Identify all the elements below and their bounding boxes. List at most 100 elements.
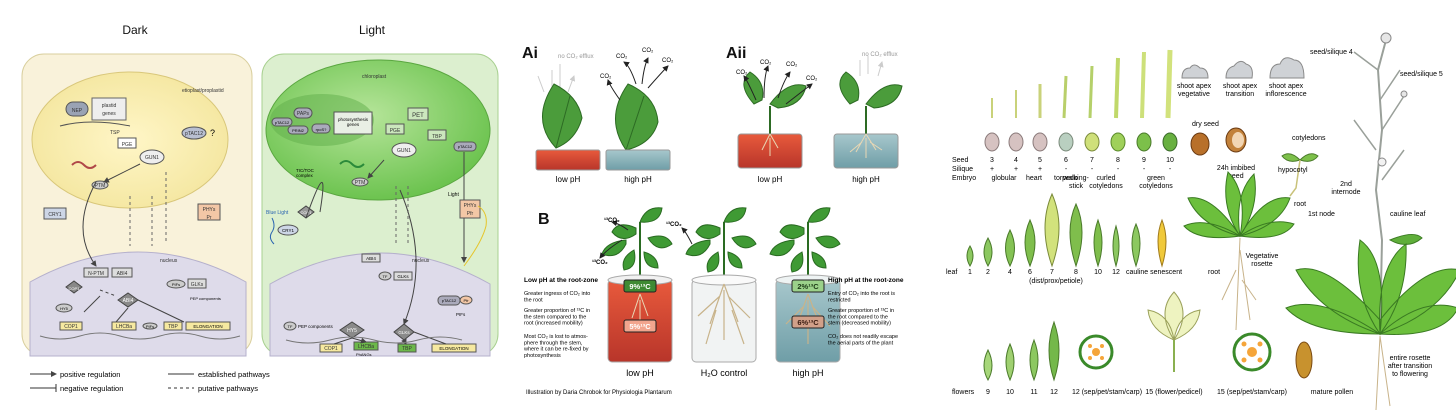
svg-text:PGE: PGE xyxy=(390,128,401,134)
svg-text:¹³CO₂: ¹³CO₂ xyxy=(592,259,608,266)
svg-text:PGE: PGE xyxy=(122,142,133,148)
ai-low-ph-plant: no CO₂ efflux low pH xyxy=(535,54,601,184)
nep-box xyxy=(65,101,89,117)
svg-text:-: - xyxy=(1143,166,1146,173)
light-heading: Light xyxy=(359,23,386,37)
svg-text:4: 4 xyxy=(1008,269,1012,276)
stage-numbers: 3 4 5 6 7 8 9 10 + + + - - - - - xyxy=(990,157,1174,173)
svg-text:ABI4: ABI4 xyxy=(117,271,128,277)
svg-text:GLKs: GLKs xyxy=(397,274,409,279)
svg-text:etioplast/proplastid: etioplast/proplastid xyxy=(182,88,224,94)
svg-text:pTAC12: pTAC12 xyxy=(442,298,457,303)
svg-text:high pH: high pH xyxy=(792,368,823,378)
leaves xyxy=(966,192,1167,268)
svg-text:PIFs: PIFs xyxy=(456,312,466,317)
svg-text:-: - xyxy=(1117,166,1120,173)
svg-text:6: 6 xyxy=(1064,157,1068,164)
svg-text:cauline leaf: cauline leaf xyxy=(1390,211,1425,218)
svg-text:+: + xyxy=(1038,166,1042,173)
arabidopsis-atlas: Seed Silique Embryo 3 4 5 6 7 8 9 10 + +… xyxy=(930,0,1456,414)
text-line: transition xyxy=(1226,91,1255,98)
seedling: cotyledons hypocotyl root xyxy=(1278,135,1326,208)
svg-text:2%¹³C: 2%¹³C xyxy=(797,282,819,291)
text-line: Pfr xyxy=(467,211,474,217)
svg-text:12 (sep/pet/stam/carp): 12 (sep/pet/stam/carp) xyxy=(1072,389,1142,396)
svg-text:Embryo: Embryo xyxy=(952,175,976,182)
svg-text:8: 8 xyxy=(1116,157,1120,164)
svg-text:¹³CO₂: ¹³CO₂ xyxy=(604,217,620,224)
svg-text:GUN1: GUN1 xyxy=(397,148,411,154)
text-line: vegetative xyxy=(1178,91,1210,98)
light-nucleus xyxy=(269,252,491,357)
svg-text:HY5: HY5 xyxy=(60,306,69,311)
svg-text:pTAC12: pTAC12 xyxy=(458,144,473,149)
svg-text:CO₂: CO₂ xyxy=(662,58,674,64)
svg-text:3: 3 xyxy=(990,157,994,164)
svg-text:PIFs: PIFs xyxy=(146,324,154,329)
svg-text:¹³CO₂: ¹³CO₂ xyxy=(666,221,682,228)
svg-text:PEP components: PEP components xyxy=(190,296,221,301)
svg-text:8: 8 xyxy=(1074,269,1078,276)
svg-text:9: 9 xyxy=(1142,157,1146,164)
svg-text:Blue Light: Blue Light xyxy=(266,210,289,216)
svg-text:CO₂: CO₂ xyxy=(786,62,798,68)
dry-seed xyxy=(1190,132,1210,156)
credit: Illustration by Daria Chrobok for Physio… xyxy=(526,390,672,396)
svg-text:nucleus: nucleus xyxy=(160,258,178,264)
svg-text:High pH at the root-zone: High pH at the root-zone xyxy=(828,277,904,284)
svg-text:putative pathways: putative pathways xyxy=(198,384,258,393)
svg-text:walking-stick: walking-stick xyxy=(1062,175,1089,190)
svg-text:CO₂: CO₂ xyxy=(736,70,748,76)
leaf-numbers: 1 2 4 6 7 8 10 12 xyxy=(968,269,1120,276)
svg-text:1st node: 1st node xyxy=(1308,211,1335,218)
text-line: cotyledons xyxy=(1089,183,1123,190)
svg-text:ELONGATION: ELONGATION xyxy=(439,346,468,351)
svg-text:GLKs: GLKs xyxy=(191,282,204,288)
b-low-ph-beaker: ¹³CO₂ ¹³CO₂ 9%¹³C 5%¹³C low pH xyxy=(592,207,673,378)
text-line: the root xyxy=(524,297,543,303)
svg-text:ABI4: ABI4 xyxy=(366,256,376,261)
svg-text:HY5: HY5 xyxy=(347,328,357,334)
svg-text:rpoS?: rpoS? xyxy=(316,127,327,132)
svg-text:Pfr: Pfr xyxy=(463,298,469,303)
svg-text:12: 12 xyxy=(1050,389,1058,396)
svg-text:6: 6 xyxy=(1028,269,1032,276)
svg-text:4: 4 xyxy=(1014,157,1018,164)
svg-text:1: 1 xyxy=(968,269,972,276)
svg-text:?: ? xyxy=(210,128,215,138)
text-line: rosette xyxy=(1251,261,1273,268)
svg-text:H₂O control: H₂O control xyxy=(701,368,748,378)
label-aii: Aii xyxy=(726,45,746,62)
svg-text:TBP: TBP xyxy=(168,324,178,330)
svg-text:root: root xyxy=(1294,201,1306,208)
svg-text:15 (flower/pedicel): 15 (flower/pedicel) xyxy=(1145,389,1202,396)
svg-text:PTM: PTM xyxy=(95,183,106,189)
legend: positive regulation negative regulation … xyxy=(30,370,270,393)
svg-text:(dist/prox/petiole): (dist/prox/petiole) xyxy=(1029,278,1083,285)
co2-ph-figure: Ai Aii B no CO₂ efflux low pH CO₂ CO₂ CO… xyxy=(516,0,928,414)
svg-text:7: 7 xyxy=(1090,157,1094,164)
svg-text:PRIN2: PRIN2 xyxy=(292,128,305,133)
flower-numbers: 9 10 11 12 xyxy=(986,389,1058,396)
text-line: restricted xyxy=(828,297,851,303)
svg-text:low pH: low pH xyxy=(758,175,783,184)
svg-text:12: 12 xyxy=(1112,269,1120,276)
svg-text:cauline senescent: cauline senescent xyxy=(1126,269,1182,276)
seeds xyxy=(984,132,1178,152)
b-high-ph-beaker: 2%¹³C 6%¹³C high pH xyxy=(769,207,841,378)
svg-text:high pH: high pH xyxy=(852,175,880,184)
svg-text:5%¹³C: 5%¹³C xyxy=(629,322,651,331)
svg-text:CO₂: CO₂ xyxy=(806,76,818,82)
svg-text:dry seed: dry seed xyxy=(1192,121,1219,128)
